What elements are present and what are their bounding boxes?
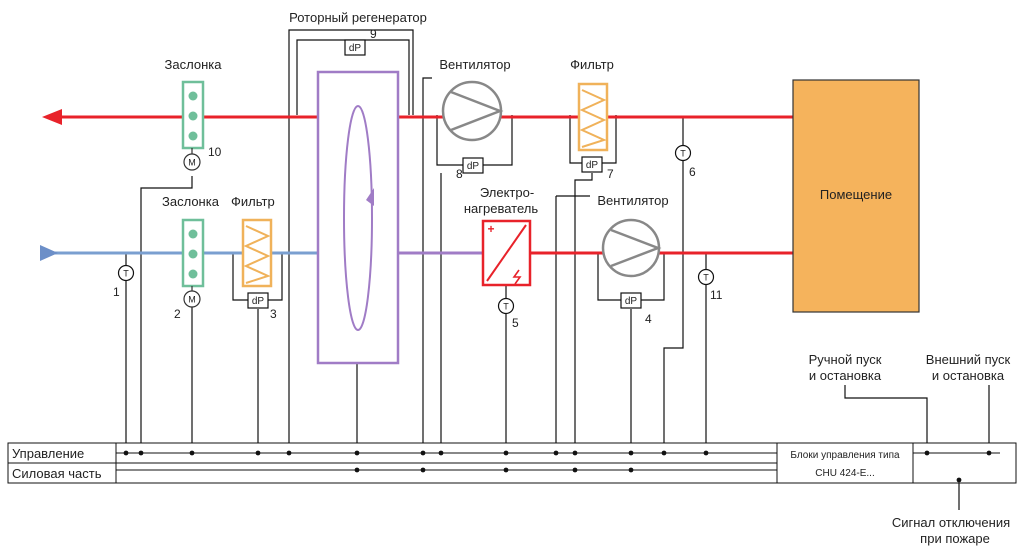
ref-11: 11 <box>710 288 723 302</box>
ref-7: 7 <box>607 167 614 181</box>
fire-label-2: при пожаре <box>920 531 990 546</box>
filter-top-label: Фильтр <box>570 57 614 72</box>
dp-label: dP <box>586 160 599 171</box>
temp-sensor-6: T <box>674 144 692 162</box>
dp-label: dP <box>349 43 362 54</box>
manual-label-1: Ручной пуск <box>809 352 882 367</box>
filter-bottom: dP <box>241 218 273 309</box>
damper-top-label: Заслонка <box>165 57 223 72</box>
ref-9: 9 <box>370 27 377 41</box>
damper-top: M <box>181 80 205 171</box>
dp-label: dP <box>252 296 265 307</box>
heater-label-1: Электро- <box>480 185 534 200</box>
temp-sensor-1: T <box>117 264 135 282</box>
rotary-regenerator: dP <box>316 39 400 365</box>
labels: Роторный регенератор Заслонка Заслонка Ф… <box>12 10 1011 546</box>
svg-text:T: T <box>123 269 129 279</box>
air-ducts <box>40 109 824 262</box>
bus-junctions <box>123 450 992 483</box>
ref-6: 6 <box>689 165 696 179</box>
svg-text:T: T <box>703 273 709 283</box>
fan-top: dP <box>441 80 504 174</box>
temp-sensor-5: T <box>497 297 515 315</box>
intake-arrow <box>40 245 58 261</box>
external-label-1: Внешний пуск <box>926 352 1011 367</box>
ref-2: 2 <box>174 307 181 321</box>
rotary-label: Роторный регенератор <box>289 10 427 25</box>
dp-sensor <box>462 157 484 174</box>
dp-sensor <box>344 39 366 56</box>
damper-bottom: M <box>181 218 205 308</box>
external-label-2: и остановка <box>932 368 1005 383</box>
dp-sensor <box>620 292 642 309</box>
controller-label-2: CHU 424-E... <box>815 468 874 479</box>
room-label: Помещение <box>820 187 892 202</box>
control-wiring <box>125 29 990 510</box>
svg-text:T: T <box>680 149 686 159</box>
svg-text:T: T <box>503 302 509 312</box>
fire-label-1: Сигнал отключения <box>892 515 1010 530</box>
manual-label-2: и остановка <box>809 368 882 383</box>
ref-1: 1 <box>113 285 120 299</box>
dp-sensor <box>247 292 269 309</box>
ref-4: 4 <box>645 312 652 326</box>
motor-icon <box>183 153 201 171</box>
control-label: Управление <box>12 446 84 461</box>
fan-top-label: Вентилятор <box>439 57 510 72</box>
motor-label: M <box>188 158 196 168</box>
electric-heater: + <box>481 219 532 287</box>
motor-icon <box>183 290 201 308</box>
ref-8: 8 <box>456 167 463 181</box>
svg-text:+: + <box>487 222 494 236</box>
power-label: Силовая часть <box>12 466 102 481</box>
motor-label: M <box>188 295 196 305</box>
room: Помещение <box>792 79 920 313</box>
filter-top: dP <box>577 82 609 173</box>
reference-numbers: 1 2 3 4 5 6 7 8 9 10 11 <box>113 27 723 330</box>
dp-label: dP <box>467 161 480 172</box>
filter-bottom-label: Фильтр <box>231 194 275 209</box>
dp-sensor <box>581 156 603 173</box>
controller-label-1: Блоки управления типа <box>790 450 900 461</box>
temp-sensor-11: T <box>697 268 715 286</box>
fan-bottom-label: Вентилятор <box>597 193 668 208</box>
exhaust-arrow-left <box>42 109 62 125</box>
ref-10: 10 <box>208 145 222 159</box>
ref-5: 5 <box>512 316 519 330</box>
heater-label-2: нагреватель <box>464 201 539 216</box>
fan-bottom: dP <box>601 218 662 309</box>
ref-3: 3 <box>270 307 277 321</box>
dp-label: dP <box>625 296 638 307</box>
control-panel <box>7 442 1017 484</box>
damper-bottom-label: Заслонка <box>162 194 220 209</box>
